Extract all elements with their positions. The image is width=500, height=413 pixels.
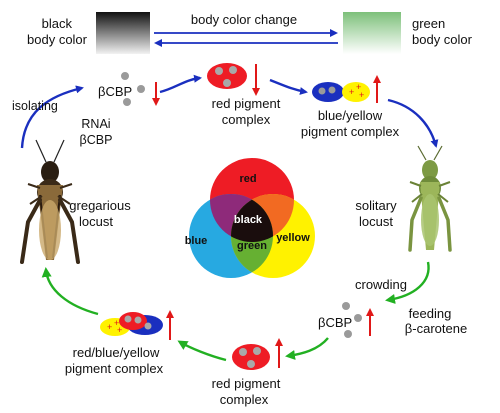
- isolating-label: isolating: [12, 99, 58, 113]
- complex-dot: [124, 315, 132, 323]
- complex-dot: [239, 348, 247, 356]
- rby-label-2: pigment complex: [65, 361, 164, 376]
- blue-pigment-shape: [312, 82, 344, 102]
- carotenoid-plus-icon: +: [359, 90, 364, 100]
- bcbp-dot: [354, 314, 362, 322]
- red-to-rby-arrow: [177, 340, 227, 362]
- rnai-label-1: RNAi: [81, 117, 110, 131]
- bcbp-dot: [121, 72, 129, 80]
- bcbp-to-red-complex-arrow: [159, 74, 202, 94]
- rby-label-1: red/blue/yellow: [73, 345, 160, 360]
- red-to-blue-yellow-arrow: [269, 78, 308, 95]
- rby-red-shape: [119, 312, 147, 330]
- venn-blue-label: blue: [185, 235, 208, 247]
- body-color-change-label: body color change: [191, 12, 297, 27]
- black-body-color-label-2: body color: [27, 32, 88, 47]
- complex-dot: [328, 86, 336, 94]
- green-body-color-swatch: [343, 12, 401, 54]
- red-complex-bottom-label-1: red pigment: [212, 376, 281, 391]
- red-complex-bottom-label-2: complex: [220, 392, 269, 407]
- rnai-label-2: βCBP: [80, 133, 113, 147]
- bcbp-top-label: βCBP: [98, 84, 132, 99]
- complex-dot: [229, 66, 237, 74]
- complex-dot: [134, 316, 142, 324]
- bcbp-to-red-complex-bottom-arrow: [285, 337, 329, 360]
- blue-yellow-label-1: blue/yellow: [318, 108, 383, 123]
- solitary-label-2: locust: [359, 214, 393, 229]
- complex-dot: [223, 79, 231, 87]
- venn-green-label: green: [237, 240, 267, 252]
- crowding-label: crowding: [355, 277, 407, 292]
- black-body-color-label-1: black: [42, 16, 73, 31]
- solitary-locust-icon: [408, 145, 452, 252]
- yellow-pigment-shape: [342, 82, 370, 102]
- bcbp-dot: [344, 330, 352, 338]
- complex-dot: [253, 347, 261, 355]
- carotenoid-plus-icon: +: [117, 325, 122, 335]
- black-body-color-swatch: [96, 12, 150, 54]
- gregarious-label-2: locust: [79, 214, 113, 229]
- complex-dot: [144, 322, 152, 330]
- to-solitary-arrow: [387, 98, 439, 148]
- carotenoid-plus-icon: +: [356, 82, 361, 92]
- venn-black-center: [231, 194, 273, 242]
- bcbp-dot: [123, 98, 131, 106]
- venn-red-label: red: [239, 173, 256, 185]
- to-gregarious-arrow: [41, 267, 99, 316]
- green-body-color-label-2: body color: [412, 32, 473, 47]
- bcbp-dot: [137, 85, 145, 93]
- green-body-color-label-1: green: [412, 16, 445, 31]
- feeding-label-2: β-carotene: [405, 321, 467, 336]
- bcbp-bottom-label: βCBP: [318, 315, 352, 330]
- pigment-venn-diagram: [189, 158, 315, 278]
- feeding-label-1: feeding: [409, 306, 452, 321]
- isolating-arrow: [20, 85, 84, 149]
- blue-yellow-label-2: pigment complex: [301, 124, 400, 139]
- gregarious-locust-icon: [20, 139, 80, 264]
- complex-dot: [215, 67, 223, 75]
- gregarious-label-1: gregarious: [69, 198, 131, 213]
- carotenoid-plus-icon: +: [114, 318, 119, 328]
- crowding-arrow: [385, 261, 430, 304]
- carotenoid-plus-icon: +: [349, 87, 354, 97]
- complex-dot: [318, 87, 326, 95]
- venn-yellow-label: yellow: [276, 232, 310, 244]
- red-complex-top-label-1: red pigment: [212, 96, 281, 111]
- carotenoid-plus-icon: +: [107, 322, 112, 332]
- complex-dot: [247, 360, 255, 368]
- solitary-label-1: solitary: [355, 198, 397, 213]
- red-complex-top-label-2: complex: [222, 112, 271, 127]
- venn-black-label: black: [234, 214, 263, 226]
- bcbp-dot: [342, 302, 350, 310]
